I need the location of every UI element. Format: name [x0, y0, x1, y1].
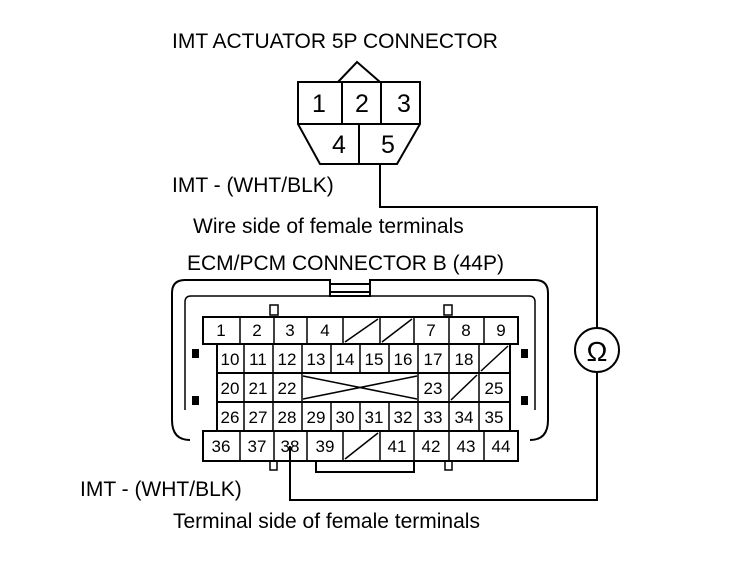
- ecm-pin: 34: [455, 408, 474, 427]
- actuator-connector-title: IMT ACTUATOR 5P CONNECTOR: [172, 30, 498, 53]
- ecm-pin: 27: [249, 408, 268, 427]
- ecm-pin: 30: [336, 408, 355, 427]
- ecm-pin: 2: [252, 321, 261, 340]
- ecm-pin: 1: [216, 321, 225, 340]
- ecm-pin: 37: [248, 437, 267, 456]
- ecm-pin: 33: [424, 408, 443, 427]
- actuator-pin: 4: [332, 131, 346, 159]
- ecm-pin: 43: [457, 437, 476, 456]
- ecm-pin: 44: [492, 437, 511, 456]
- imt-top-label: IMT - (WHT/BLK): [172, 174, 334, 197]
- ecm-pin: 35: [485, 408, 504, 427]
- ecm-pin: 20: [221, 379, 240, 398]
- ecm-pin: 17: [424, 350, 443, 369]
- ecm-pin: 26: [221, 408, 240, 427]
- ecm-pin: 31: [365, 408, 384, 427]
- ecm-pin: 15: [365, 350, 384, 369]
- ecm-pin: 14: [336, 350, 355, 369]
- actuator-pin: 2: [355, 90, 369, 118]
- ecm-pin-labels: 1 2 3 4 7 8 9 10 11 12 13 14 15 16 17 18…: [212, 321, 511, 456]
- ecm-pin: 36: [212, 437, 231, 456]
- actuator-pin: 3: [397, 90, 411, 118]
- ecm-pin: 4: [320, 321, 329, 340]
- wire-side-label: Wire side of female terminals: [193, 215, 464, 238]
- ecm-pin: 21: [249, 379, 268, 398]
- ecm-pin: 18: [455, 350, 474, 369]
- ecm-pin: 39: [316, 437, 335, 456]
- ecm-pin: 13: [307, 350, 326, 369]
- ecm-pin: 28: [278, 408, 297, 427]
- ecm-connector-title: ECM/PCM CONNECTOR B (44P): [187, 252, 504, 275]
- terminal-side-label: Terminal side of female terminals: [173, 510, 480, 533]
- ecm-pin: 12: [278, 350, 297, 369]
- ecm-connector-body: [171, 279, 549, 473]
- ohmmeter-icon: Ω: [574, 327, 620, 373]
- actuator-5p-connector: 1 2 3 4 5: [297, 60, 421, 165]
- ecm-pin: 42: [422, 437, 441, 456]
- ecm-pin: 32: [394, 408, 413, 427]
- ecm-pin: 10: [221, 350, 240, 369]
- actuator-pin: 5: [381, 131, 395, 159]
- ecm-pin: 7: [426, 321, 435, 340]
- ecm-pin: 16: [394, 350, 413, 369]
- imt-bottom-label: IMT - (WHT/BLK): [80, 478, 242, 501]
- ecm-pin: 22: [278, 379, 297, 398]
- ecm-pin: 25: [485, 379, 504, 398]
- ecm-pin: 9: [496, 321, 505, 340]
- ecm-pin: 23: [424, 379, 443, 398]
- ohm-symbol: Ω: [587, 336, 608, 367]
- ecm-pin: 41: [388, 437, 407, 456]
- ecm-pin: 11: [249, 350, 267, 369]
- actuator-pin: 1: [312, 90, 326, 118]
- ecm-pin: 3: [285, 321, 294, 340]
- test-wiring: [289, 164, 598, 501]
- ecm-pin: 29: [307, 408, 326, 427]
- ecm-pin: 8: [461, 321, 470, 340]
